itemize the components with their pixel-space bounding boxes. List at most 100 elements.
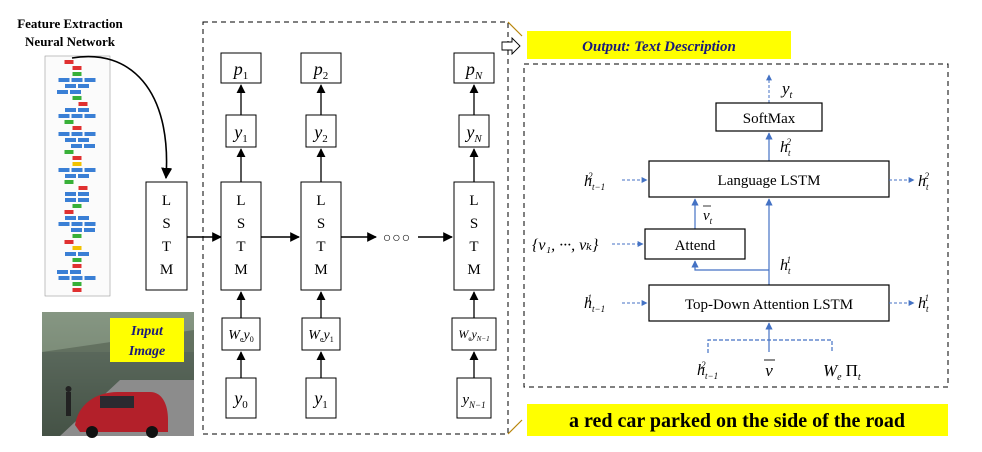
cnn-layer-block xyxy=(72,282,82,286)
embed2-y: y xyxy=(322,328,331,343)
svg-text:p2: p2 xyxy=(312,59,329,82)
lstm-letter: M xyxy=(467,262,480,278)
cnn-layer-block xyxy=(58,78,70,82)
cnn-layer-block xyxy=(58,222,70,226)
input-image-label-line1: Input xyxy=(130,324,164,339)
cnn-layer-block xyxy=(71,144,82,148)
cnn-layer-block xyxy=(84,114,96,118)
h2t-right-label: ht2 xyxy=(918,171,930,192)
softmax-label: SoftMax xyxy=(743,111,796,127)
embedN-y: y xyxy=(470,327,477,341)
cnn-layer-block xyxy=(78,252,89,256)
svg-text:Wey1: Wey1 xyxy=(308,328,333,344)
cnn-layer-block xyxy=(64,120,74,124)
network-to-encoder-arrow xyxy=(71,55,173,180)
cnn-layer-block xyxy=(71,78,83,82)
cnn-layer-block xyxy=(71,168,83,172)
lstm-letter: S xyxy=(317,216,325,232)
cnn-layer-block xyxy=(84,222,96,226)
frame-connector-bottom xyxy=(507,419,523,435)
cnn-layer-block xyxy=(78,108,89,112)
features-set-label: {v₁, ···, vₖ} xyxy=(532,237,599,254)
cnn-layer-block xyxy=(64,60,74,64)
h1tm1-left-label: ht−11 xyxy=(584,293,605,314)
cnn-layer-block xyxy=(57,270,68,274)
cnn-layer-block xyxy=(72,234,82,238)
softmax-box xyxy=(715,102,823,132)
cnn-layer-block xyxy=(78,198,89,202)
cnn-layer-block xyxy=(72,72,82,76)
yt-label: yt xyxy=(780,79,793,101)
svg-text:y0: y0 xyxy=(232,388,248,411)
lstm-letter: L xyxy=(316,193,325,209)
input-image-photo: Input Image xyxy=(42,312,194,438)
cnn-layer-block xyxy=(78,138,89,142)
pN-sub: N xyxy=(474,70,483,82)
decoder-cell-N: pN yN L S T M WeyN−1 yN−1 xyxy=(451,52,497,419)
yN-sub: N xyxy=(473,133,482,145)
cnn-layer-block xyxy=(72,204,82,208)
cnn-layer-block xyxy=(72,288,82,292)
attend-label: Attend xyxy=(675,238,716,254)
svg-text:pN: pN xyxy=(464,59,483,82)
embed1-W: W xyxy=(228,328,241,343)
h1t-label: ht1 xyxy=(780,255,791,276)
cnn-layer-block xyxy=(64,150,74,154)
cnn-layer-block xyxy=(65,192,76,196)
cnn-layer-block xyxy=(71,276,83,280)
lstm-letter: S xyxy=(470,216,478,232)
lstm-letter: T xyxy=(469,239,478,255)
cnn-layer-block xyxy=(71,114,83,118)
y2-sub: 2 xyxy=(322,133,328,145)
svg-text:y2: y2 xyxy=(312,122,328,145)
cnn-layer-block xyxy=(64,210,74,214)
cnn-layer-block xyxy=(64,240,74,244)
cnn-layer-block xyxy=(78,174,89,178)
lstm-letter: T xyxy=(316,239,325,255)
lstm-letter: L xyxy=(469,193,478,209)
embedN-sub: N−1 xyxy=(476,335,490,343)
lstm-letter: L xyxy=(236,193,245,209)
svg-text:yN: yN xyxy=(464,122,482,145)
cnn-layer-block xyxy=(58,114,70,118)
cnn-layer-block xyxy=(72,126,82,130)
cnn-layer-block xyxy=(72,156,82,160)
svg-text:p1: p1 xyxy=(232,59,249,82)
cnn-layer-block xyxy=(64,180,74,184)
embed1-e: e xyxy=(240,335,244,344)
input2-sub: 1 xyxy=(322,399,328,411)
pN-base: p xyxy=(464,59,475,79)
frame-connector-top xyxy=(507,21,523,37)
lstm-letter: S xyxy=(237,216,245,232)
topdown-to-attend-arrow xyxy=(691,260,769,271)
cnn-layer-block xyxy=(65,84,76,88)
cnn-layer-block xyxy=(84,228,95,232)
inputN-base: y xyxy=(460,392,469,408)
svg-text:WeyN−1: WeyN−1 xyxy=(458,327,489,343)
h2t-label: ht2 xyxy=(780,137,792,158)
input-image-label-line2: Image xyxy=(128,344,166,359)
input-h2tm1-label: ht−12 xyxy=(697,360,718,381)
decoder-frame xyxy=(202,21,509,435)
svg-text:y1: y1 xyxy=(312,388,328,411)
cnn-layer-block xyxy=(65,174,76,178)
svg-text:y1: y1 xyxy=(232,122,248,145)
embedN-e: e xyxy=(468,335,471,343)
generated-caption: a red car parked on the side of the road xyxy=(569,410,905,432)
cnn-layer-block xyxy=(71,228,82,232)
language-lstm-label: Language LSTM xyxy=(718,173,821,189)
cnn-layer-block xyxy=(72,258,82,262)
cnn-layer-block xyxy=(84,144,95,148)
cnn-layer-block xyxy=(84,132,96,136)
encoder-lstm: L S T M xyxy=(145,181,188,291)
cnn-layer-block xyxy=(58,132,70,136)
topdown-lstm-box xyxy=(648,284,890,322)
cnn-layer-block xyxy=(84,78,96,82)
cnn-layer-block xyxy=(65,108,76,112)
p2-sub: 2 xyxy=(323,70,329,82)
cnn-layer-block xyxy=(71,132,83,136)
cnn-layer-block xyxy=(72,162,82,166)
embed2-sub: 1 xyxy=(330,335,334,344)
cnn-layer-block xyxy=(71,222,83,226)
